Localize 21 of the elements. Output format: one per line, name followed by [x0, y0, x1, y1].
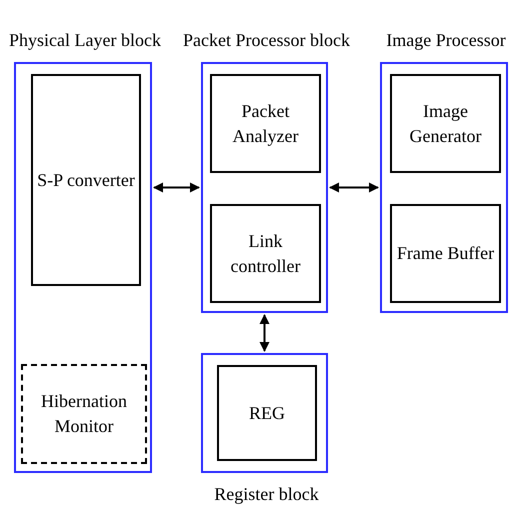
module-label: Packet Analyzer	[232, 100, 300, 148]
module-box	[390, 204, 501, 303]
double-arrow	[329, 182, 379, 192]
module-box	[390, 74, 501, 173]
module-box	[217, 365, 317, 461]
block-title: Physical Layer block	[8, 29, 162, 52]
module-label: REG	[248, 402, 286, 424]
double-arrow	[153, 182, 200, 192]
module-label: Image Generator	[408, 100, 482, 148]
dashed-module-box	[21, 364, 147, 464]
block-title: Packet Processor block	[182, 29, 351, 52]
module-label: Link controller	[230, 230, 302, 278]
module-box	[210, 204, 321, 303]
module-box	[210, 74, 321, 173]
block-title: Image Processor	[385, 29, 507, 52]
module-label: S-P converter	[36, 168, 136, 192]
block-title: Register block	[213, 483, 320, 506]
module-box	[31, 74, 141, 286]
module-label: Hibernation Monitor	[40, 390, 128, 438]
module-label: Frame Buffer	[396, 242, 496, 265]
double-arrow	[260, 314, 270, 352]
